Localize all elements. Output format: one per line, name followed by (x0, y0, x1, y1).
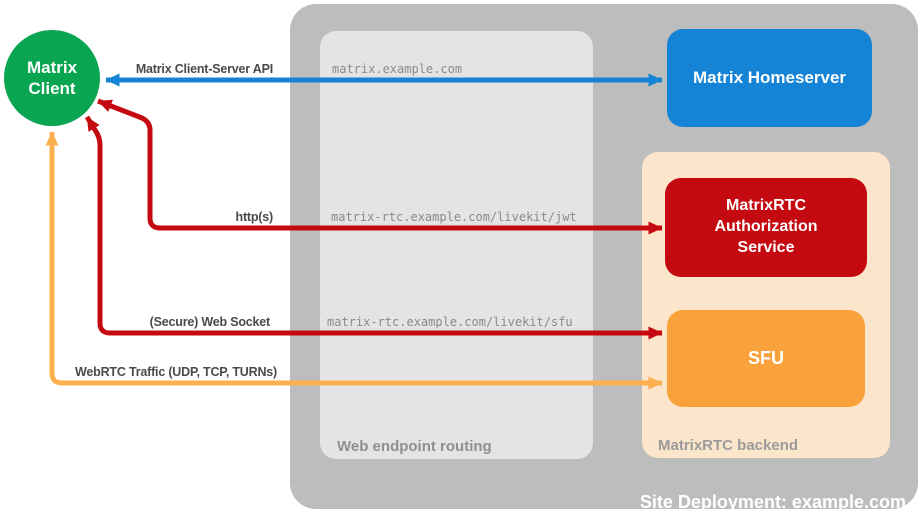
web-endpoint-routing-container (320, 31, 593, 459)
matrix-client-node: Matrix Client (4, 30, 100, 126)
web-endpoint-routing-label: Web endpoint routing (337, 438, 492, 455)
client-server-api-label: Matrix Client-Server API (135, 62, 273, 76)
matrix-homeserver-label: Matrix Homeserver (692, 68, 847, 87)
https-label: http(s) (235, 210, 274, 224)
web-socket-label: (Secure) Web Socket (149, 315, 271, 329)
route-livekit-jwt: matrix-rtc.example.com/livekit/jwt (331, 210, 577, 224)
sfu-node: SFU (667, 310, 865, 407)
matrix-homeserver-node: Matrix Homeserver (667, 29, 872, 127)
webrtc-traffic-label: WebRTC Traffic (UDP, TCP, TURNs) (75, 365, 277, 379)
matrix-client-label: Matrix Client (26, 57, 78, 98)
matrixrtc-backend-label: MatrixRTC backend (658, 437, 799, 454)
route-livekit-sfu: matrix-rtc.example.com/livekit/sfu (327, 315, 573, 329)
route-matrix-example-com: matrix.example.com (332, 62, 463, 76)
matrixrtc-authorization-service-node: MatrixRTC Authorization Service (665, 178, 867, 277)
site-deployment-title: Site Deployment: example.com (639, 492, 906, 512)
sfu-label: SFU (748, 348, 784, 368)
matrixrtc-authorization-service-label: MatrixRTC Authorization Service (714, 197, 818, 256)
